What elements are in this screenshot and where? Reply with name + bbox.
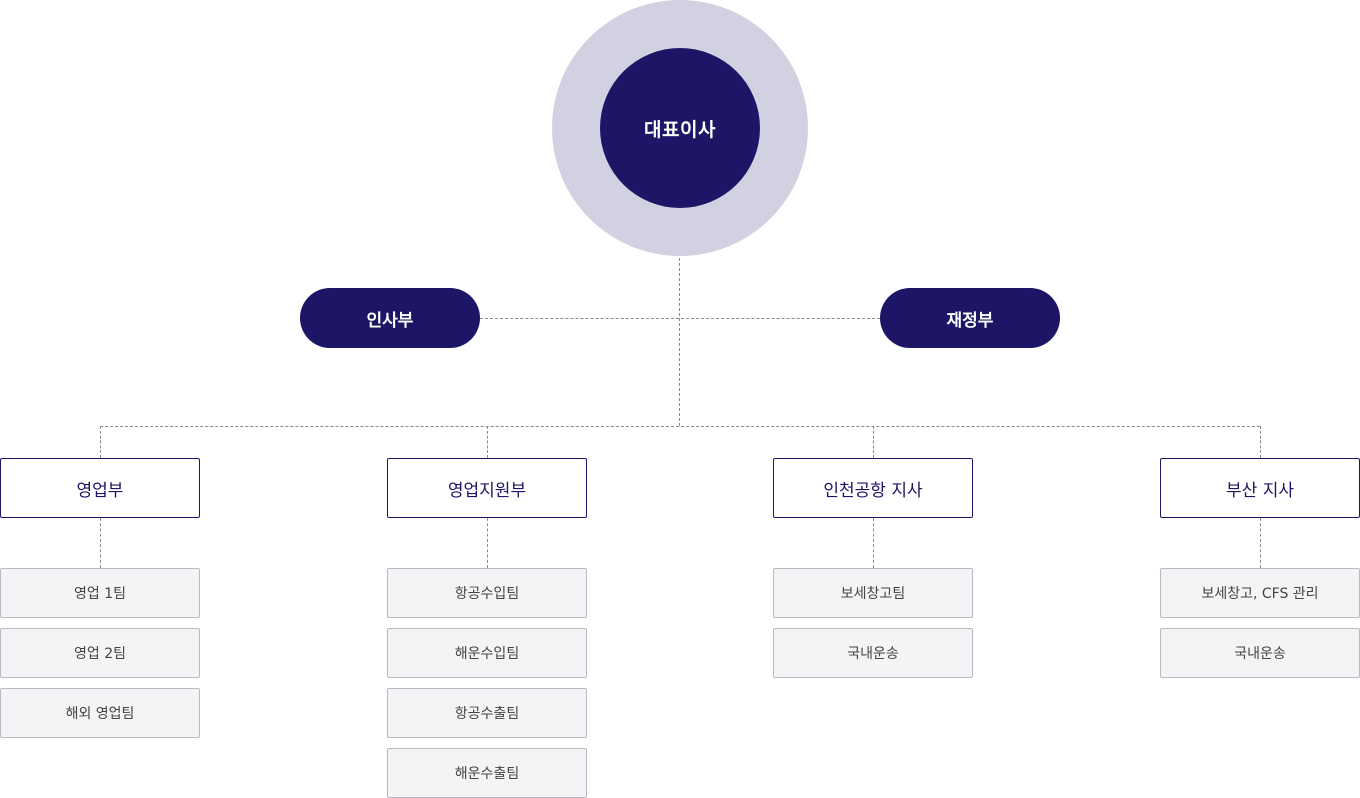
staff-node-hr[interactable]: 인사부 bbox=[300, 288, 480, 348]
dept-node-busan-branch[interactable]: 부산 지사 bbox=[1160, 458, 1360, 518]
team-node[interactable]: 항공수입팀 bbox=[387, 568, 587, 618]
connector-teams-4 bbox=[1260, 518, 1261, 568]
team-node[interactable]: 국내운송 bbox=[773, 628, 973, 678]
team-label: 항공수입팀 bbox=[454, 586, 520, 602]
team-label: 영업 1팀 bbox=[74, 586, 126, 602]
team-node[interactable]: 항공수출팀 bbox=[387, 688, 587, 738]
team-node[interactable]: 해외 영업팀 bbox=[0, 688, 200, 738]
team-node[interactable]: 해운수입팀 bbox=[387, 628, 587, 678]
connector-dept-4 bbox=[1260, 426, 1261, 458]
connector-teams-3 bbox=[873, 518, 874, 568]
connector-dept-3 bbox=[873, 426, 874, 458]
connector-staff bbox=[480, 318, 880, 319]
team-node[interactable]: 보세창고, CFS 관리 bbox=[1160, 568, 1360, 618]
team-label: 국내운송 bbox=[1234, 646, 1286, 662]
ceo-label: 대표이사 bbox=[644, 118, 716, 141]
connector-departments bbox=[100, 426, 1260, 427]
team-label: 영업 2팀 bbox=[74, 646, 126, 662]
team-label: 보세창고, CFS 관리 bbox=[1201, 586, 1319, 602]
connector-dept-1 bbox=[100, 426, 101, 458]
team-node[interactable]: 보세창고팀 bbox=[773, 568, 973, 618]
dept-node-sales[interactable]: 영업부 bbox=[0, 458, 200, 518]
team-label: 항공수출팀 bbox=[454, 706, 520, 722]
team-label: 보세창고팀 bbox=[840, 586, 906, 602]
team-label: 해운수출팀 bbox=[454, 766, 520, 782]
connector-teams-1 bbox=[100, 518, 101, 568]
team-node[interactable]: 영업 1팀 bbox=[0, 568, 200, 618]
team-node[interactable]: 국내운송 bbox=[1160, 628, 1360, 678]
team-node[interactable]: 영업 2팀 bbox=[0, 628, 200, 678]
dept-label: 인천공항 지사 bbox=[823, 480, 923, 501]
team-label: 국내운송 bbox=[847, 646, 899, 662]
staff-finance-label: 재정부 bbox=[946, 310, 994, 331]
team-label: 해운수입팀 bbox=[454, 646, 520, 662]
dept-node-sales-support[interactable]: 영업지원부 bbox=[387, 458, 587, 518]
staff-hr-label: 인사부 bbox=[366, 310, 414, 331]
dept-label: 영업부 bbox=[76, 480, 124, 501]
team-node[interactable]: 해운수출팀 bbox=[387, 748, 587, 798]
connector-ceo-trunk bbox=[679, 208, 680, 426]
dept-label: 부산 지사 bbox=[1226, 480, 1294, 501]
staff-node-finance[interactable]: 재정부 bbox=[880, 288, 1060, 348]
connector-teams-2 bbox=[487, 518, 488, 568]
connector-dept-2 bbox=[487, 426, 488, 458]
dept-label: 영업지원부 bbox=[447, 480, 527, 501]
team-label: 해외 영업팀 bbox=[65, 706, 135, 722]
dept-node-incheon-branch[interactable]: 인천공항 지사 bbox=[773, 458, 973, 518]
ceo-node[interactable]: 대표이사 bbox=[600, 48, 760, 208]
